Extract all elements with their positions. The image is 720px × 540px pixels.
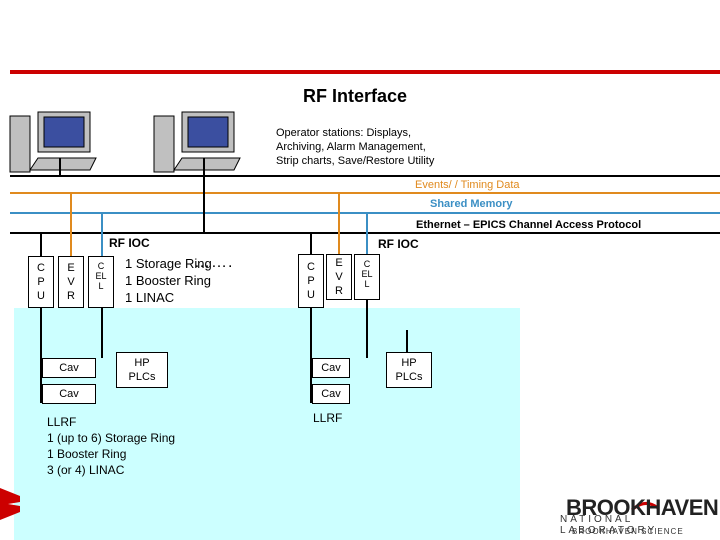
ws-right-drop: [203, 158, 205, 233]
right-cel-link: [366, 212, 368, 254]
events-bus-label: Events/ / Timing Data: [415, 179, 520, 191]
right-cel-down-line: [366, 300, 368, 358]
ethernet-bus: [10, 232, 720, 234]
right-cav-line: [310, 308, 312, 403]
national-laboratory-text: NATIONAL LABORATORY: [560, 514, 658, 536]
diagram-title: RF Interface: [302, 86, 408, 106]
shared-memory-label: Shared Memory: [430, 198, 513, 210]
right-cpu-link: [310, 232, 312, 254]
right-cav-box-1: Cav: [312, 358, 350, 378]
ethernet-label: Ethernet – EPICS Channel Access Protocol: [416, 219, 642, 231]
left-evr-link: [70, 192, 72, 256]
top-accent-bar: [10, 70, 720, 74]
brookhaven-science-text: BROOKHAVEN SCIENCE: [572, 527, 684, 536]
operator-stations-note: Operator stations: Displays, Archiving, …: [276, 127, 435, 167]
brookhaven-logo-text: BROOKHAVEN: [566, 495, 719, 520]
equipment-area: [14, 308, 520, 540]
left-cpu-link: [40, 232, 42, 256]
right-ioc-label: RF IOC: [378, 237, 419, 251]
right-evr-link: [338, 192, 340, 254]
top-network-line: [10, 175, 720, 177]
events-bus: [10, 192, 720, 194]
left-llrf-list: LLRF 1 (up to 6) Storage Ring 1 Booster …: [47, 415, 176, 477]
left-cav-line: [40, 308, 42, 403]
right-plc-link: [406, 330, 408, 352]
continuation-dots: …….: [194, 254, 234, 271]
shared-memory-bus: [10, 212, 720, 214]
red-logo-mark: [0, 488, 20, 520]
left-cel-down-line: [101, 308, 103, 358]
left-cav-box-1: Cav: [42, 358, 96, 378]
left-ring-list: 1 Storage Ring 1 Booster Ring 1 LINAC: [125, 256, 212, 305]
ws-left-drop: [59, 158, 61, 176]
left-cav-box-2: Cav: [42, 384, 96, 404]
workstation-right-icon: [153, 111, 241, 173]
left-ioc-label: RF IOC: [109, 236, 150, 250]
right-cav-box-2: Cav: [312, 384, 350, 404]
brookhaven-swoosh-icon: [630, 502, 659, 512]
workstation-left-icon: [9, 111, 97, 173]
right-llrf-label: LLRF: [313, 411, 343, 425]
left-cel-link: [101, 212, 103, 256]
